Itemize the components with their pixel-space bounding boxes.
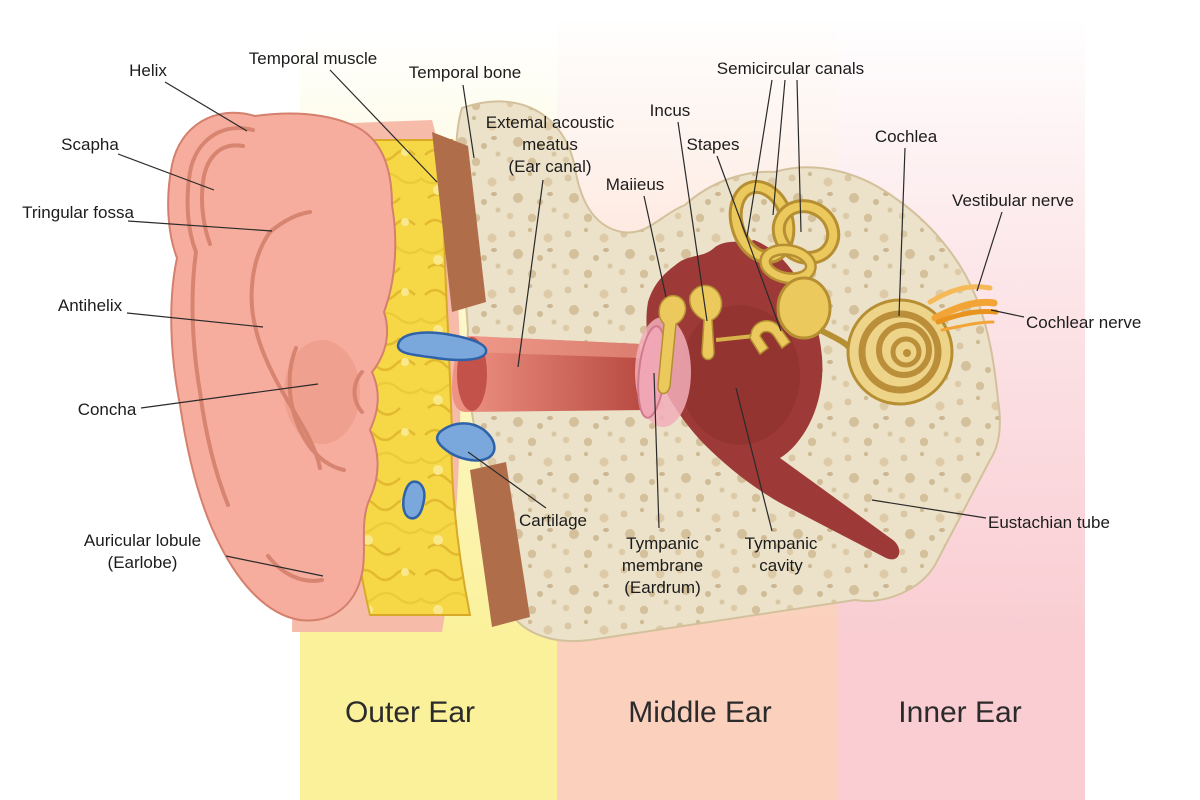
callout-semicircular-3 [796, 79, 802, 233]
callout-malleus [643, 195, 667, 298]
malleus-shape [657, 294, 687, 395]
label-semicircular-canals: Semicircular canals [716, 59, 865, 78]
scapha-groove [199, 143, 245, 246]
callout-temporal-bone [462, 84, 475, 159]
label-concha: Concha [77, 400, 137, 419]
tragus-line [352, 370, 364, 414]
callout-cochlea [898, 147, 906, 317]
label-cartilage: Cartilage [518, 511, 588, 530]
label-cochlea: Cochlea [874, 127, 938, 146]
label-stapes: Stapes [686, 135, 740, 154]
helix-ridge [185, 126, 255, 507]
callout-ear-canal [517, 179, 544, 368]
cochlea-shape [846, 298, 954, 406]
label-temporal-muscle: Temporal muscle [248, 49, 378, 68]
label-temporal-bone: Temporal bone [408, 63, 522, 82]
callout-antihelix [126, 312, 264, 328]
lobule-crease [266, 554, 324, 583]
incus-shape [688, 284, 723, 361]
callout-vestibular-nerve [976, 211, 1003, 292]
label-cochlear-nerve: Cochlear nerve [1026, 313, 1142, 332]
skin-strip-top [432, 132, 486, 312]
antihelix-ridge [249, 230, 322, 470]
label-auricular-lobule: Auricular lobule (Earlobe) [83, 531, 202, 572]
label-tympanic-membrane: Tympanic membrane (Eardrum) [621, 534, 704, 597]
label-ear-canal: Extemal acoustic meatus (Ear canal) [485, 113, 615, 176]
label-antihelix: Antihelix [57, 296, 123, 315]
label-malleus: Maiieus [605, 175, 665, 194]
skin-strip-bottom [470, 462, 530, 627]
callout-scapha [117, 153, 215, 191]
cartilage-shapes [396, 331, 496, 520]
callout-cartilage [467, 451, 547, 509]
label-vestibular-nerve: Vestibular nerve [952, 191, 1074, 210]
callout-semicircular-1 [746, 79, 773, 238]
semicircular-canals-shape [728, 179, 855, 354]
callout-auricular-lobule [225, 555, 324, 577]
label-scapha: Scapha [61, 135, 119, 154]
concha-rim [287, 346, 346, 472]
label-helix: Helix [129, 61, 167, 80]
antihelix-branch [268, 210, 312, 234]
region-title-outer-ear: Outer Ear [344, 696, 476, 729]
callout-tympanic-cavity [735, 387, 773, 532]
label-tympanic-cavity: Tympanic cavity [744, 534, 818, 575]
callout-lines [117, 69, 1025, 577]
callout-eustachian-tube [871, 499, 987, 519]
label-triangular-fossa: Tringular fossa [22, 203, 134, 222]
callout-triangular-fossa [127, 220, 273, 232]
callout-helix [164, 81, 248, 132]
callout-incus [677, 121, 708, 322]
callout-stapes [716, 155, 782, 332]
callout-cochlear-nerve [990, 309, 1025, 318]
concha-shape [284, 340, 360, 444]
callout-concha [140, 383, 319, 409]
region-title-middle-ear: Middle Ear [628, 696, 772, 729]
nerve-fibers [927, 284, 999, 332]
label-incus: Incus [649, 101, 691, 120]
callout-tympanic-membrane [653, 372, 660, 529]
region-title-inner-ear: Inner Ear [898, 696, 1022, 729]
pinna [167, 111, 397, 622]
callout-semicircular-2 [772, 79, 786, 216]
vestibule-shape [776, 276, 832, 340]
callout-temporal-muscle [329, 69, 438, 183]
label-eustachian-tube: Eustachian tube [988, 513, 1110, 532]
